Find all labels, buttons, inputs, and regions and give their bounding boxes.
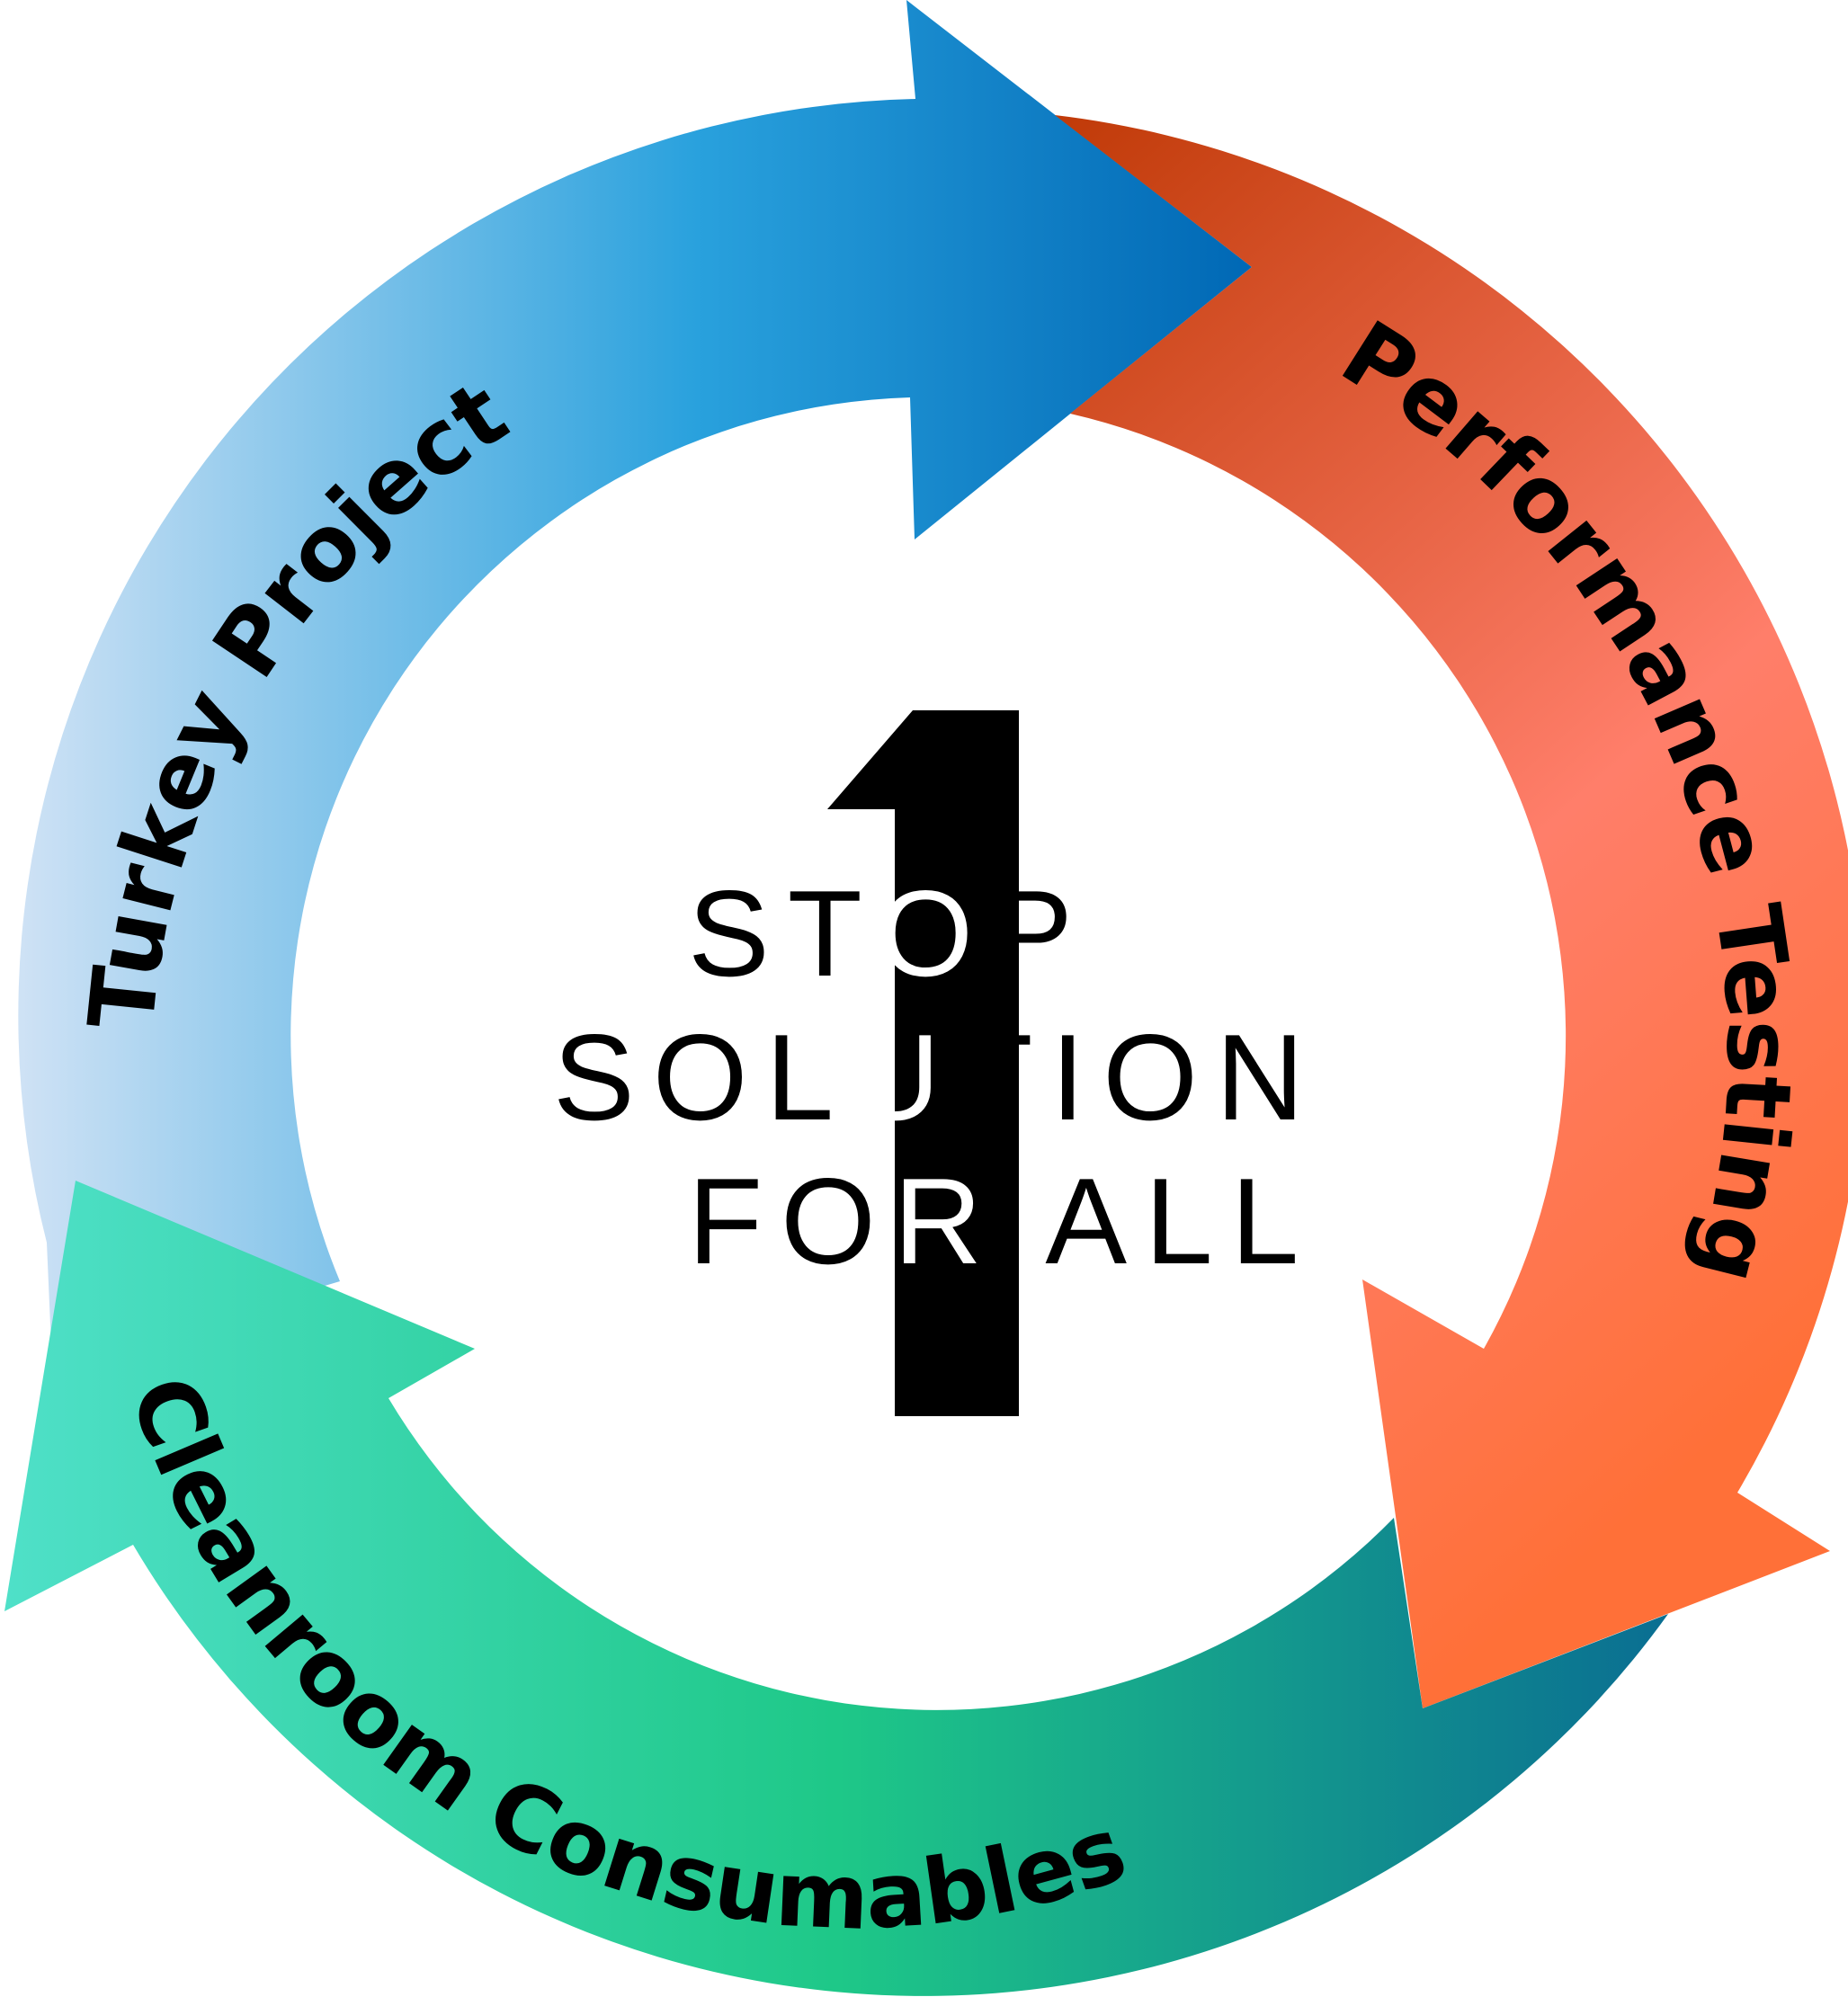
big-numeral-one	[827, 710, 1019, 1416]
center-line-2: SOLUTION	[553, 1009, 1322, 1146]
center-line-2-before: SOL	[553, 1009, 852, 1146]
center-line-3: FOR ALL	[688, 1153, 1317, 1289]
segment-orange-arrow	[1055, 115, 1848, 1708]
center-line-3-highlight: R	[894, 1153, 1000, 1289]
center-line-2-highlight: U	[852, 1009, 958, 1146]
center-line-1: STOP	[688, 865, 1091, 1002]
segment-blue-arrow	[18, 0, 1252, 1367]
center-line-1-after: P	[991, 865, 1091, 1002]
center-line-1-before: ST	[688, 865, 878, 1002]
center-line-1-highlight: O	[878, 865, 991, 1002]
center-line-3-before: FO	[688, 1153, 894, 1289]
segment-green-arrow	[4, 1181, 1668, 1996]
center-line-2-after: TION	[958, 1009, 1322, 1146]
center-line-3-after: ALL	[1000, 1153, 1317, 1289]
